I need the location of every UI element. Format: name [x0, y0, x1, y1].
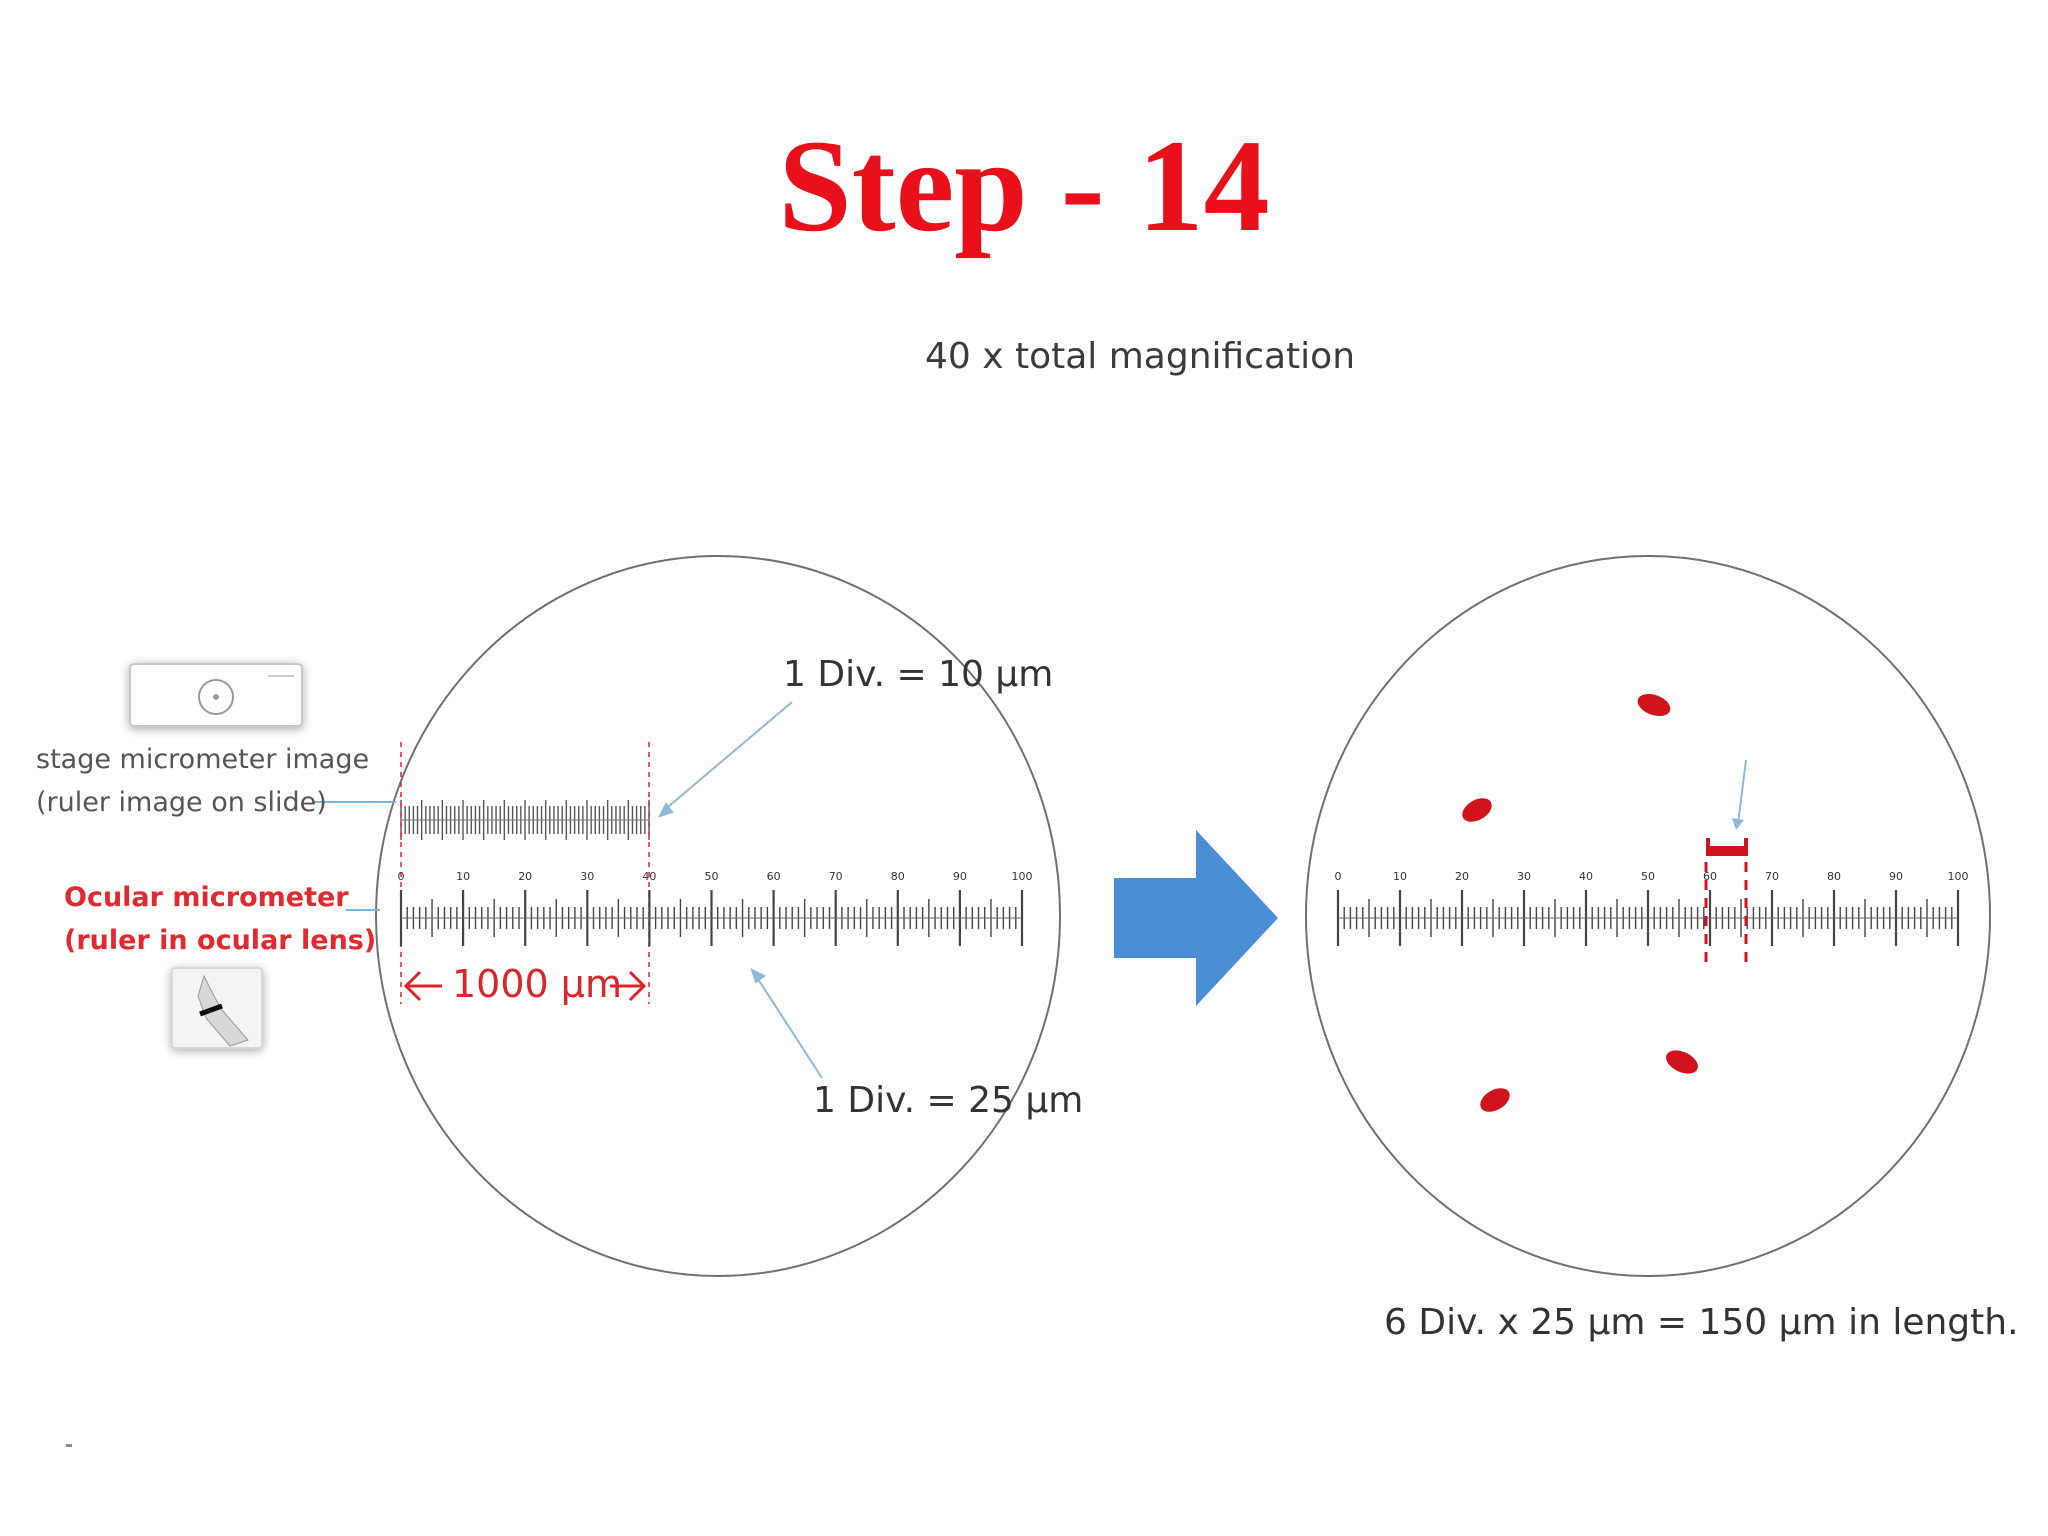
measured-cell — [1704, 759, 1748, 970]
left-ocular-ruler: 0 10 20 30 40 50 60 70 80 90 100 — [398, 870, 1033, 946]
stage-micrometer-ruler — [400, 800, 650, 840]
ruler-tick-label: 80 — [891, 870, 905, 883]
slide-icon — [129, 663, 303, 727]
ruler-tick-label: 70 — [1765, 870, 1779, 883]
ruler-tick-label: 60 — [1703, 870, 1717, 883]
stage-label-line2: (ruler image on slide) — [36, 787, 327, 818]
ruler-tick-label: 20 — [1455, 870, 1469, 883]
ocular-label-line1: Ocular micrometer — [64, 882, 349, 913]
page-marker — [66, 1444, 72, 1447]
ruler-tick-label: 0 — [1335, 870, 1342, 883]
ruler-tick-label: 30 — [1517, 870, 1531, 883]
length-arrow — [403, 970, 647, 1002]
ruler-tick-label: 50 — [705, 870, 719, 883]
stage-div-arrowhead — [658, 802, 674, 818]
ruler-tick-label: 100 — [1012, 870, 1033, 883]
ruler-tick-label: 30 — [580, 870, 594, 883]
ocular-label-line2: (ruler in ocular lens) — [64, 925, 377, 956]
magnification-caption: 40 x total magnification — [924, 336, 1356, 377]
ruler-tick-label: 10 — [1393, 870, 1407, 883]
left-field-of-view — [375, 555, 1061, 1277]
stage-micrometer-label: stage micrometer image (ruler image on s… — [36, 738, 369, 824]
ocular-div-pointer — [755, 975, 823, 1079]
length-1000-label: 1000 µm — [452, 962, 622, 1006]
cell — [1637, 693, 1671, 717]
result-caption: 6 Div. x 25 µm = 150 µm in length. — [1384, 1302, 2019, 1343]
ruler-tick-label: 0 — [398, 870, 405, 883]
ocular-div-arrowhead — [750, 968, 766, 984]
ocular-micrometer-label: Ocular micrometer (ruler in ocular lens) — [64, 876, 376, 962]
stage-div-pointer — [661, 701, 793, 813]
right-ocular-ruler: 0 10 20 30 40 50 60 70 80 90 100 — [1335, 870, 1969, 946]
cells — [1462, 693, 1698, 1112]
stage-label-line1: stage micrometer image — [36, 744, 370, 775]
ruler-tick-label: 50 — [1641, 870, 1655, 883]
ruler-tick-label: 100 — [1948, 870, 1969, 883]
ruler-tick-label: 20 — [518, 870, 532, 883]
right-field-of-view — [1305, 555, 1991, 1277]
ocular-division-caption: 1 Div. = 25 µm — [813, 1080, 1084, 1121]
ruler-tick-label: 90 — [953, 870, 967, 883]
cell — [1480, 1088, 1510, 1112]
cell — [1666, 1050, 1698, 1074]
ruler-tick-label: 10 — [456, 870, 470, 883]
page-title: Step - 14 — [778, 112, 1270, 259]
ruler-tick-label: 90 — [1889, 870, 1903, 883]
cell — [1462, 798, 1492, 822]
ruler-tick-label: 70 — [829, 870, 843, 883]
stage-division-caption: 1 Div. = 10 µm — [783, 654, 1054, 695]
right-arrow-icon — [1114, 830, 1278, 1006]
ruler-tick-label: 80 — [1827, 870, 1841, 883]
ruler-tick-label: 40 — [642, 870, 656, 883]
ruler-tick-label: 60 — [767, 870, 781, 883]
eyepiece-icon — [171, 967, 263, 1049]
ruler-tick-label: 40 — [1579, 870, 1593, 883]
